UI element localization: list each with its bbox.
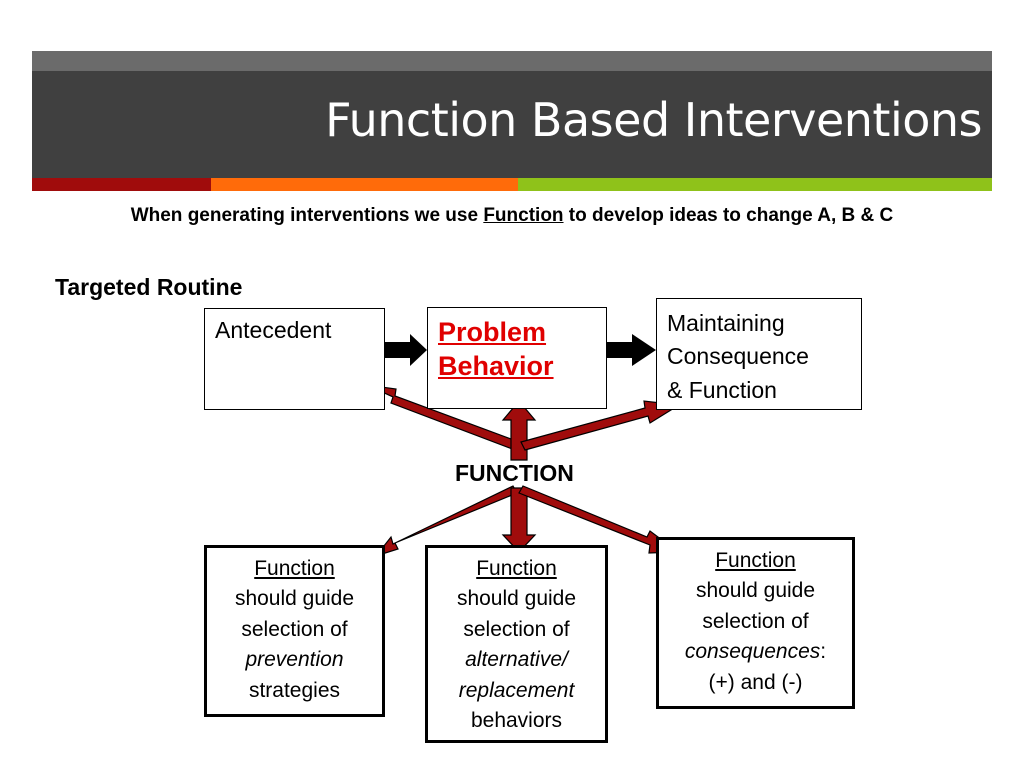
- alternative-line1: Function: [476, 557, 557, 580]
- consequences-line1: Function: [715, 549, 796, 572]
- antecedent-box: Antecedent: [204, 308, 385, 410]
- arrow-behavior-to-consequence: [607, 334, 656, 366]
- problem-behavior-line1: Problem: [438, 317, 547, 347]
- prevention-line1: Function: [254, 557, 335, 580]
- consequences-line3: selection of: [702, 609, 809, 633]
- function-center-label: FUNCTION: [455, 460, 574, 486]
- arrow-function-to-behavior: [501, 400, 537, 461]
- subtitle-before: When generating interventions we use: [130, 205, 484, 226]
- maintaining-line2: Consequence: [667, 343, 809, 370]
- prevention-line2: should guide: [234, 587, 355, 611]
- alternative-line5: replacement: [458, 678, 575, 702]
- alternative-line6: behaviors: [470, 709, 563, 733]
- title-band: Function Based Interventions: [32, 71, 992, 178]
- accent-bar-orange: [211, 178, 518, 191]
- consequences-line5: (+) and (-): [708, 670, 803, 694]
- accent-bar-green: [518, 178, 992, 191]
- consequences-line4: consequences: [684, 640, 821, 664]
- maintaining-consequence-box: Maintaining Consequence & Function: [656, 298, 862, 410]
- arrow-function-to-consequence: [520, 400, 681, 451]
- title-band-top: [32, 51, 992, 71]
- prevention-guide-box: Function should guide selection of preve…: [204, 545, 385, 717]
- subtitle-emphasis: Function: [483, 205, 564, 226]
- consequences-line4-wrap: consequences:: [659, 637, 852, 667]
- targeted-routine-label: Targeted Routine: [55, 274, 243, 300]
- prevention-line3: selection of: [241, 617, 348, 641]
- maintaining-line3: & Function: [667, 376, 777, 403]
- subtitle-after: to develop ideas to change A, B & C: [563, 205, 894, 226]
- arrow-antecedent-to-behavior: [385, 334, 427, 366]
- accent-bar-red: [32, 178, 211, 191]
- consequences-line4-suffix: :: [820, 640, 827, 664]
- alternative-line3: selection of: [463, 617, 570, 641]
- consequences-line2: should guide: [695, 579, 816, 603]
- problem-behavior-line2: Behavior: [438, 350, 554, 381]
- prevention-line5: strategies: [248, 678, 341, 702]
- alternative-guide-box: Function should guide selection of alter…: [425, 545, 608, 743]
- slide-title: Function Based Interventions: [325, 93, 982, 147]
- problem-behavior-box: Problem Behavior: [427, 307, 607, 409]
- consequences-guide-box: Function should guide selection of conse…: [656, 537, 855, 709]
- prevention-line4: prevention: [245, 648, 344, 672]
- antecedent-label: Antecedent: [215, 317, 332, 343]
- alternative-line4: alternative/: [465, 648, 568, 672]
- arrow-function-to-consequences: [518, 485, 680, 554]
- maintaining-line1: Maintaining: [667, 310, 785, 336]
- subtitle: When generating interventions we use Fun…: [0, 205, 1024, 227]
- alternative-line2: should guide: [456, 587, 577, 611]
